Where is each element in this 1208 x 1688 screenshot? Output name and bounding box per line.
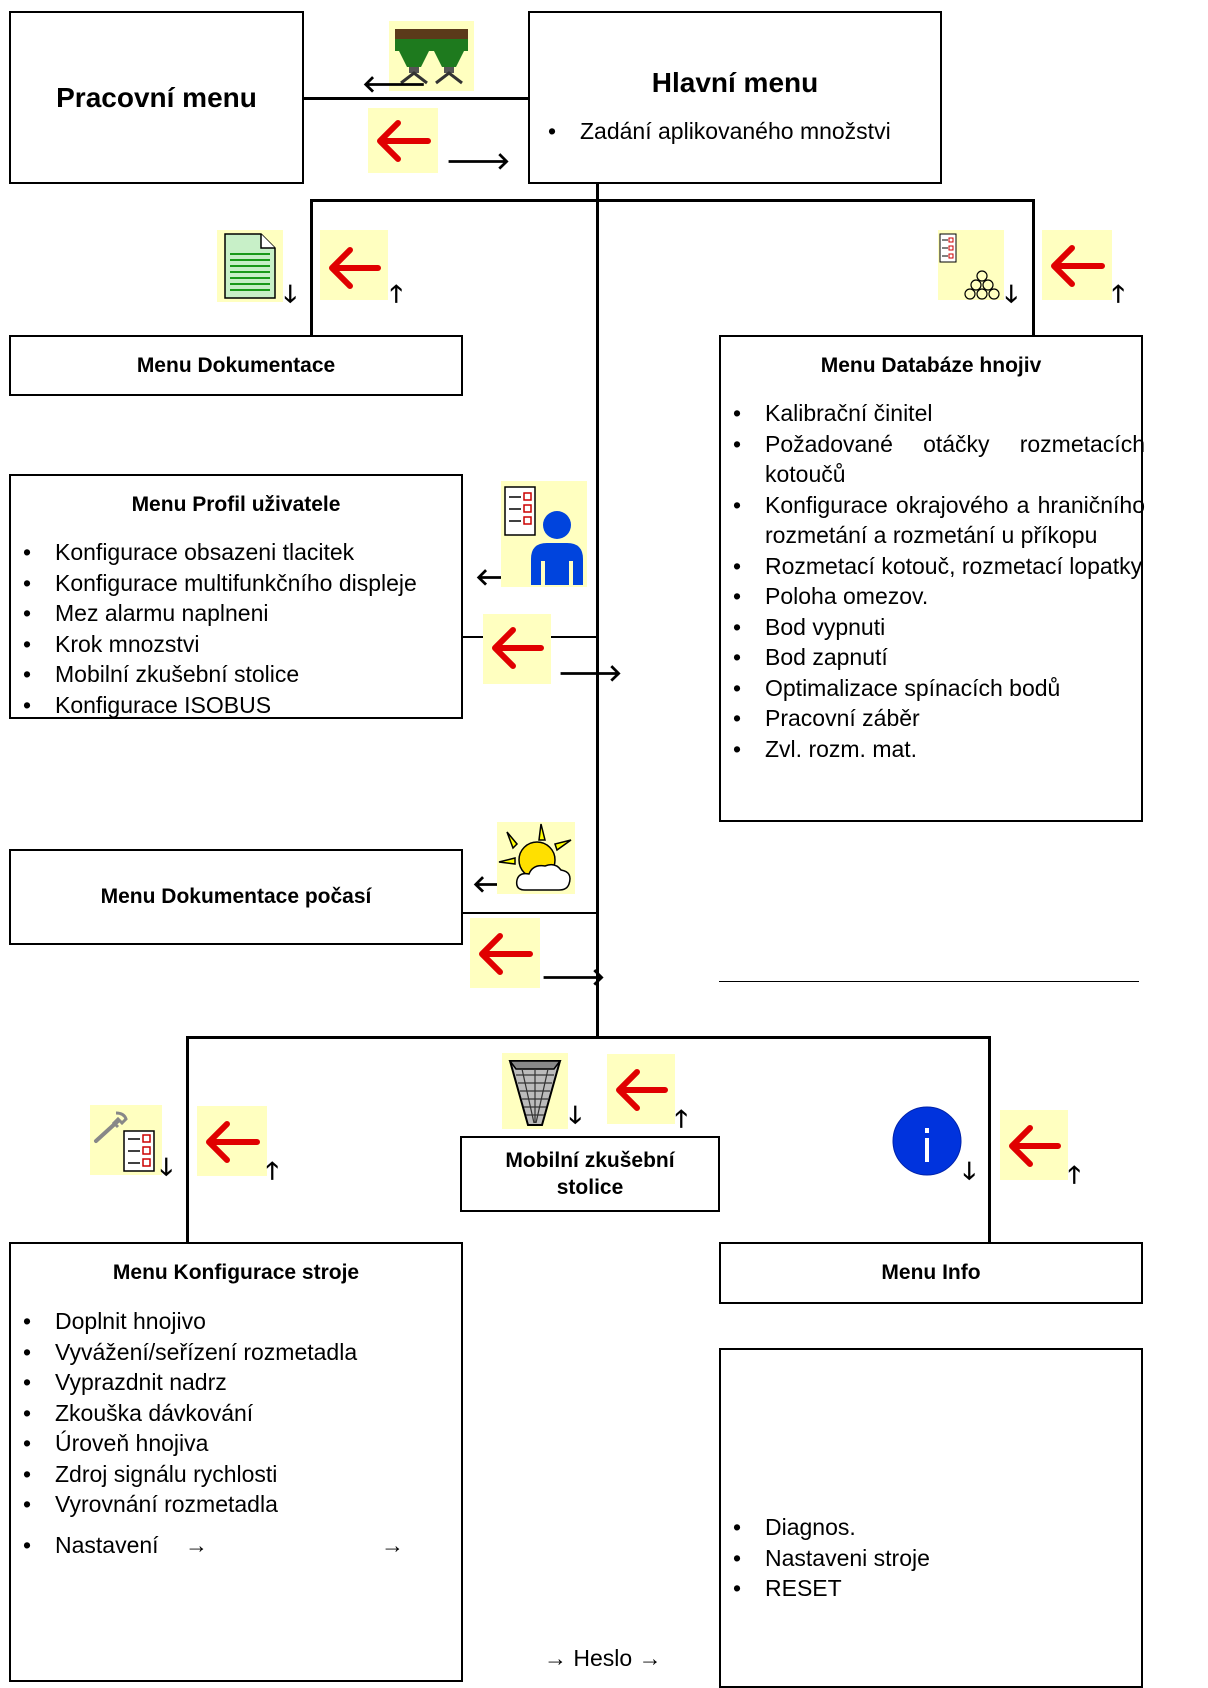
back-arrow-icon[interactable] (197, 1106, 267, 1176)
info-menu-box[interactable]: Menu Info (719, 1242, 1143, 1304)
branch-top-horizontal (310, 199, 1035, 202)
info-list-box: Diagnos. Nastaveni stroje RESET (719, 1348, 1143, 1688)
arrow-right-icon: → (381, 1531, 404, 1558)
arrow-up-icon: 🡑 (1112, 281, 1125, 308)
back-arrow-icon[interactable] (607, 1054, 675, 1124)
info-list: Diagnos. Nastaveni stroje RESET (721, 1512, 1141, 1604)
list-item[interactable]: Konfigurace obsazeni tlacitek (11, 537, 461, 568)
back-arrow-icon[interactable] (368, 108, 438, 173)
arrow-up-icon: 🡑 (1068, 1162, 1081, 1189)
machine-config-list: Doplnit hnojivo Vyvážení/seřízení rozmet… (11, 1306, 461, 1560)
list-item[interactable]: Pracovní záběr (721, 703, 1145, 734)
machine-config-menu-box[interactable]: Menu Konfigurace stroje (9, 1242, 463, 1304)
machine-config-menu-title: Menu Konfigurace stroje (112, 1261, 360, 1284)
branch-top-left-drop (310, 199, 313, 336)
list-item[interactable]: Doplnit hnojivo (11, 1306, 461, 1337)
main-menu-title: Hlavní menu (651, 67, 819, 98)
list-item[interactable]: Mez alarmu naplneni (11, 598, 461, 629)
user-profile-list-box: Konfigurace obsazeni tlacitek Konfigurac… (9, 533, 463, 720)
settings-item-label: Nastavení (55, 1531, 159, 1558)
arrow-down-icon: 🡓 (569, 1102, 582, 1129)
arrow-right-small-icon: 🡒 (541, 964, 606, 991)
info-icon[interactable] (892, 1106, 962, 1176)
list-item[interactable]: Vyvážení/seřízení rozmetadla (11, 1337, 461, 1368)
arrow-down-icon: 🡓 (1005, 281, 1018, 308)
work-menu-box[interactable]: Pracovní menu (9, 11, 304, 184)
list-item[interactable]: Konfigurace multifunkčního displeje (11, 568, 461, 599)
documentation-menu-box[interactable]: Menu Dokumentace (9, 335, 463, 396)
list-item[interactable]: Úroveň hnojiva (11, 1428, 461, 1459)
list-item[interactable]: Bod zapnutí (721, 642, 1145, 673)
back-arrow-icon[interactable] (320, 230, 388, 300)
wrench-settings-icon[interactable] (90, 1105, 162, 1175)
list-item[interactable]: RESET (721, 1573, 1141, 1604)
list-item[interactable]: Poloha omezov. (721, 581, 1145, 612)
branch-top-right-drop (1032, 199, 1035, 336)
list-item[interactable]: Nastavení → → (11, 1530, 461, 1561)
trunk-line (596, 182, 599, 1038)
weather-icon[interactable] (497, 822, 575, 894)
list-item[interactable]: Bod vypnuti (721, 612, 1145, 643)
back-arrow-icon[interactable] (483, 614, 551, 684)
list-item[interactable]: Optimalizace spínacích bodů (721, 673, 1145, 704)
back-arrow-icon[interactable] (1042, 230, 1112, 300)
user-profile-icon[interactable] (501, 481, 587, 587)
arrow-up-icon: 🡑 (390, 281, 403, 308)
list-item[interactable]: Požadované otáčky rozmetacích kotoučů (721, 429, 1145, 490)
arrow-up-icon: 🡑 (675, 1106, 688, 1133)
user-profile-menu-box[interactable]: Menu Profil uživatele (9, 474, 463, 535)
list-item[interactable]: Mobilní zkušební stolice (11, 659, 461, 690)
password-label: → Heslo → (544, 1645, 662, 1671)
list-item[interactable]: Zvl. rozm. mat. (721, 734, 1145, 765)
arrow-down-icon: 🡓 (284, 281, 297, 308)
list-item[interactable]: Kalibrační činitel (721, 398, 1145, 429)
list-item[interactable]: Krok mnozstvi (11, 629, 461, 660)
main-menu-list: Zadání aplikovaného množstvi (536, 116, 936, 147)
list-item[interactable]: Diagnos. (721, 1512, 1141, 1543)
main-menu-item[interactable]: Zadání aplikovaného množstvi (536, 116, 936, 147)
user-profile-list: Konfigurace obsazeni tlacitek Konfigurac… (11, 537, 461, 720)
arrow-up-icon: 🡑 (266, 1158, 279, 1185)
connector-work-main (302, 97, 530, 100)
arrow-right-small-icon: 🡒 (558, 660, 623, 687)
arrow-down-icon: 🡓 (160, 1154, 173, 1181)
arrow-left-small-icon: 🡐 (362, 71, 427, 98)
document-icon[interactable] (217, 230, 283, 302)
arrow-down-icon: 🡓 (963, 1158, 976, 1185)
fertilizer-db-menu-title: Menu Databáze hnojiv (820, 353, 1042, 377)
branch-bottom-horizontal (186, 1036, 991, 1039)
user-profile-menu-title: Menu Profil uživatele (131, 492, 341, 516)
db-separator-line (719, 981, 1139, 982)
list-item[interactable]: Konfigurace okrajového a hraničního rozm… (721, 490, 1145, 551)
branch-weather (462, 912, 598, 914)
info-menu-title: Menu Info (881, 1261, 981, 1284)
back-arrow-icon[interactable] (1000, 1110, 1068, 1180)
work-menu-title: Pracovní menu (56, 81, 257, 113)
list-item[interactable]: Vyrovnání rozmetadla (11, 1489, 461, 1520)
mobile-test-bench-title: Mobilní zkušební stolice (505, 1149, 675, 1199)
weather-menu-box[interactable]: Menu Dokumentace počasí (9, 849, 463, 945)
fertilizer-db-list-box: Kalibrační činitel Požadované otáčky roz… (719, 394, 1145, 822)
documentation-menu-title: Menu Dokumentace (136, 353, 336, 377)
fertilizer-db-list: Kalibrační činitel Požadované otáčky roz… (721, 398, 1145, 764)
branch-bottom-left-drop (186, 1036, 189, 1252)
arrow-right-small-icon: 🡒 (446, 148, 511, 175)
list-item[interactable]: Nastaveni stroje (721, 1543, 1141, 1574)
list-item[interactable]: Zkouška dávkování (11, 1398, 461, 1429)
branch-bottom-right-drop (988, 1036, 991, 1252)
back-arrow-icon[interactable] (470, 918, 540, 988)
list-item[interactable]: Zdroj signálu rychlosti (11, 1459, 461, 1490)
spreader-icon[interactable] (389, 21, 474, 91)
fertilizer-database-icon[interactable] (938, 230, 1004, 300)
weather-menu-title: Menu Dokumentace počasí (100, 885, 372, 908)
list-item[interactable]: Konfigurace ISOBUS (11, 690, 461, 721)
main-menu-box[interactable]: Hlavní menu Zadání aplikovaného množstvi (528, 11, 942, 184)
fertilizer-db-menu-box[interactable]: Menu Databáze hnojiv (719, 335, 1143, 396)
list-item[interactable]: Vyprazdnit nadrz (11, 1367, 461, 1398)
machine-config-list-box: Doplnit hnojivo Vyvážení/seřízení rozmet… (9, 1302, 463, 1682)
test-bench-funnel-icon[interactable] (502, 1053, 568, 1129)
list-item[interactable]: Rozmetací kotouč, rozmetací lopatky (721, 551, 1145, 582)
mobile-test-bench-box[interactable]: Mobilní zkušební stolice (460, 1136, 720, 1212)
arrow-right-icon: → (184, 1531, 208, 1558)
